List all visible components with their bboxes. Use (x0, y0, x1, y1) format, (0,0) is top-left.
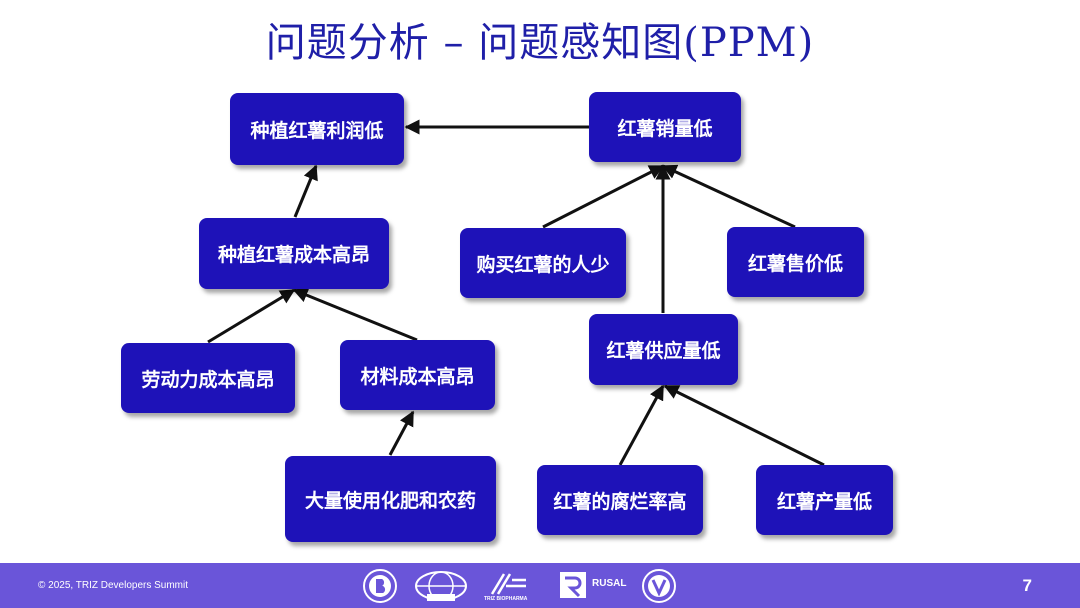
page-title: 问题分析 – 问题感知图(PPM) (265, 20, 815, 66)
arrow-fertilizer-to-material (388, 410, 415, 456)
summit-b-logo-icon (363, 569, 397, 603)
biopharma-logo-text: TRIZ BIOPHARMA (484, 596, 528, 602)
node-sales-low: 红薯销量低 (589, 92, 741, 162)
summit-globe-logo-icon (415, 571, 467, 601)
biopharma-logo-icon (490, 573, 526, 595)
arrow-material-to-cost (292, 288, 418, 342)
footer-bar: © 2025, TRIZ Developers Summit TRIZ BIOP… (0, 563, 1080, 608)
arrow-rot-to-supply (618, 384, 665, 466)
rusal-logo-icon (560, 572, 586, 598)
node-labor-cost-high: 劳动力成本高昂 (121, 343, 295, 413)
rusal-logo-text: RUSAL (592, 578, 627, 589)
node-fertilizer-pesticide: 大量使用化肥和农药 (285, 456, 496, 542)
node-output-low: 红薯产量低 (756, 465, 893, 535)
node-profit-low: 种植红薯利润低 (230, 93, 404, 165)
triz-association-logo-icon (642, 569, 676, 603)
arrow-price-to-sales (661, 164, 796, 229)
arrow-output-to-supply (663, 384, 825, 467)
page-number: 7 (1022, 576, 1032, 595)
arrow-buyers-to-sales (542, 164, 665, 229)
node-rot-rate-high: 红薯的腐烂率高 (537, 465, 703, 535)
footer-copyright: © 2025, TRIZ Developers Summit (38, 580, 189, 591)
arrow-labor-to-cost (207, 288, 296, 344)
node-planting-cost-high: 种植红薯成本高昂 (199, 218, 389, 289)
node-price-low: 红薯售价低 (727, 227, 864, 297)
node-material-cost-high: 材料成本高昂 (340, 340, 495, 410)
node-buyers-few: 购买红薯的人少 (460, 228, 626, 298)
arrow-cost-to-profit (293, 164, 318, 218)
node-supply-low: 红薯供应量低 (589, 314, 738, 385)
